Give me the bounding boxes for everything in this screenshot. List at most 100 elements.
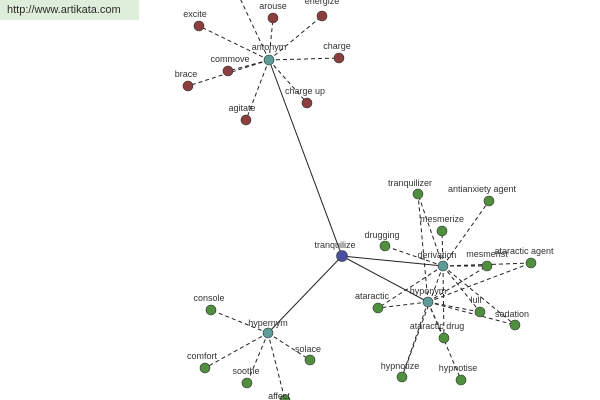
edge-root-antonym [268, 59, 343, 257]
node-a_charge[interactable]: charge [323, 41, 351, 64]
node-label-a_arouse: arouse [259, 1, 287, 11]
edge-derivation-d_drugging [384, 245, 444, 267]
edge-hyponym-d_ataractic [377, 301, 429, 309]
node-marker-d_atadrug[interactable] [438, 332, 450, 344]
edge-antonym-a_top [240, 0, 270, 61]
node-marker-a_excite[interactable] [193, 20, 205, 32]
node-d_mesmerize[interactable]: mesmerize [420, 214, 464, 237]
node-label-d_ataractic: ataractic [355, 291, 390, 301]
node-label-d_sedation: sedation [495, 309, 529, 319]
node-label-h_console: console [193, 293, 224, 303]
node-label-a_charge: charge [323, 41, 351, 51]
node-marker-d_tranq[interactable] [412, 188, 424, 200]
node-label-d_tranq: tranquilizer [388, 178, 432, 188]
node-d_tranq[interactable]: tranquilizer [388, 178, 432, 200]
node-marker-root[interactable] [336, 250, 348, 262]
node-h_comfort[interactable]: comfort [187, 351, 218, 374]
source-url-banner[interactable]: http://www.artikata.com [0, 0, 139, 20]
edge-hypernym-h_soothe [246, 332, 269, 384]
node-a_energize[interactable]: energize [305, 0, 340, 22]
node-marker-d_drugging[interactable] [379, 240, 391, 252]
node-d_lull[interactable]: lull [470, 295, 486, 318]
edge-antonym-a_energize [268, 15, 323, 61]
node-label-d_atadrug: ataractic drug [410, 321, 465, 331]
node-label-d_lull: lull [470, 295, 481, 305]
node-label-d_mesmerist: mesmerist [466, 249, 508, 259]
node-marker-d_hypnotise[interactable] [455, 374, 467, 386]
node-d_atadrug[interactable]: ataractic drug [410, 321, 465, 344]
node-h_solace[interactable]: solace [295, 344, 321, 366]
edge-antonym-a_excite [198, 25, 270, 61]
node-marker-h_affect[interactable] [279, 394, 291, 400]
node-marker-a_arouse[interactable] [267, 12, 279, 24]
node-marker-h_soothe[interactable] [241, 377, 253, 389]
node-root[interactable]: tranquilize [314, 240, 356, 262]
node-d_mesmerist[interactable]: mesmerist [466, 249, 508, 272]
node-antonym[interactable]: antonym [252, 42, 287, 66]
node-h_affect[interactable]: affect [268, 391, 290, 400]
node-marker-d_ataragent[interactable] [525, 257, 537, 269]
node-marker-d_mesmerist[interactable] [481, 260, 493, 272]
node-d_hypnotise[interactable]: hypnotise [439, 363, 478, 386]
edge-hyponym-d_lull [427, 301, 481, 313]
edge-hypernym-h_affect [267, 332, 286, 400]
edge-antonym-a_agitate [245, 59, 270, 121]
node-d_drugging[interactable]: drugging [364, 230, 400, 252]
node-label-a_brace: brace [175, 69, 198, 79]
node-hypernym[interactable]: hypernym [248, 318, 288, 339]
node-marker-d_antianx[interactable] [483, 195, 495, 207]
node-a_excite[interactable]: excite [183, 9, 207, 32]
edge-derivation-d_sedation [442, 265, 516, 326]
node-h_soothe[interactable]: soothe [232, 366, 260, 389]
node-label-a_excite: excite [183, 9, 207, 19]
node-d_ataractic[interactable]: ataractic [355, 291, 390, 314]
node-marker-a_brace[interactable] [182, 80, 194, 92]
node-a_commove[interactable]: commove [210, 54, 250, 77]
edge-hyponym-d_sedation [427, 301, 516, 326]
edge-derivation-d_mesmerize [441, 230, 444, 267]
edge-derivation-d_atadrug [442, 265, 445, 339]
node-marker-h_solace[interactable] [304, 354, 316, 366]
edge-hyponym-d_mesmerist [427, 265, 488, 303]
node-label-a_commove: commove [210, 54, 249, 64]
node-marker-d_ataractic[interactable] [372, 302, 384, 314]
node-label-derivation: derivation [417, 250, 456, 260]
node-marker-hypernym[interactable] [262, 327, 274, 339]
edge-derivation-d_antianx [442, 200, 490, 267]
node-hyponym[interactable]: hyponym [410, 286, 447, 308]
node-d_hypnotize[interactable]: hypnotize [381, 361, 420, 383]
edge-hypernym-h_solace [267, 332, 311, 361]
node-marker-a_commove[interactable] [222, 65, 234, 77]
node-label-d_hypnotise: hypnotise [439, 363, 478, 373]
node-marker-d_lull[interactable] [474, 306, 486, 318]
node-marker-derivation[interactable] [437, 260, 449, 272]
node-a_arouse[interactable]: arouse [259, 1, 287, 24]
node-marker-a_agitate[interactable] [240, 114, 252, 126]
graph-nodes: tranquilize antonym derivation hyponym hyper… [175, 0, 554, 400]
node-marker-d_sedation[interactable] [509, 319, 521, 331]
node-marker-d_mesmerize[interactable] [436, 225, 448, 237]
node-a_brace[interactable]: brace [175, 69, 198, 92]
node-marker-h_comfort[interactable] [199, 362, 211, 374]
edge-root-hyponym [341, 255, 429, 303]
node-label-d_ataragent: ataractic agent [494, 246, 554, 256]
node-marker-a_energize[interactable] [316, 10, 328, 22]
node-marker-d_hypnotize[interactable] [396, 371, 408, 383]
node-label-a_chargeup: charge up [285, 86, 325, 96]
node-marker-a_charge[interactable] [333, 52, 345, 64]
node-d_antianx[interactable]: antianxiety agent [448, 184, 517, 207]
node-label-d_mesmerize: mesmerize [420, 214, 464, 224]
edge-hyponym-d_atadrug [427, 301, 445, 339]
node-marker-hyponym[interactable] [422, 296, 434, 308]
node-marker-a_chargeup[interactable] [301, 97, 313, 109]
node-d_ataragent[interactable]: ataractic agent [494, 246, 554, 269]
node-a_chargeup[interactable]: charge up [285, 86, 325, 109]
node-label-a_agitate: agitate [228, 103, 255, 113]
node-derivation[interactable]: derivation [417, 250, 457, 272]
node-marker-h_console[interactable] [205, 304, 217, 316]
node-label-h_comfort: comfort [187, 351, 218, 361]
node-h_console[interactable]: console [193, 293, 225, 316]
node-marker-antonym[interactable] [263, 54, 275, 66]
node-d_sedation[interactable]: sedation [495, 309, 529, 331]
node-a_agitate[interactable]: agitate [228, 103, 256, 126]
